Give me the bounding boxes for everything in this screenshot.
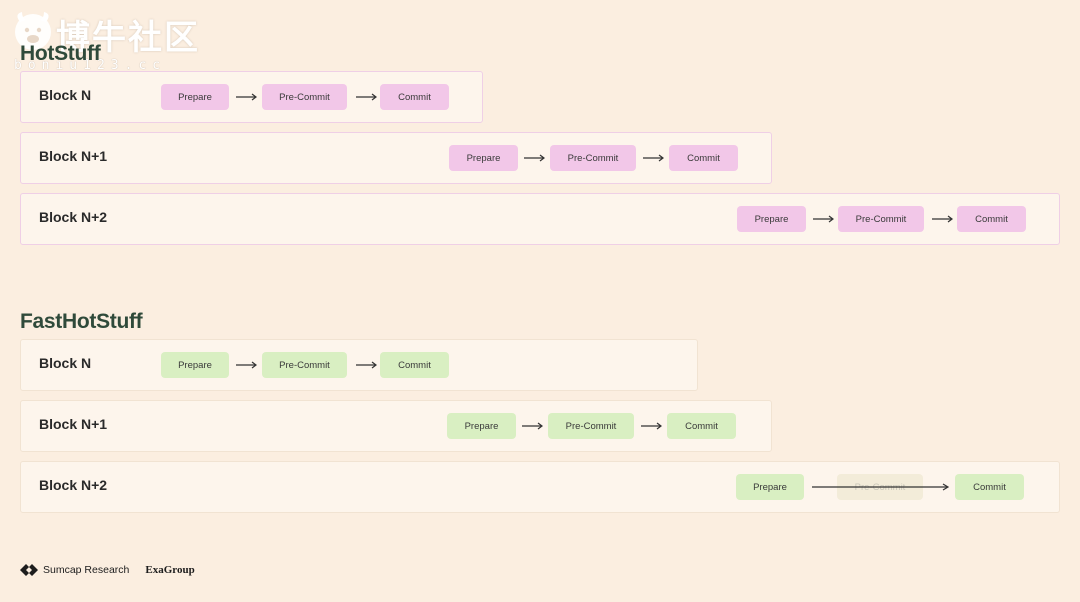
fasthotstuff-title: FastHotStuff <box>20 310 143 333</box>
hotstuff-title: HotStuff <box>20 42 101 65</box>
phase-prepare: Prepare <box>737 206 806 232</box>
row-label: Block N <box>39 87 92 103</box>
fasthotstuff-row-block-n2: Block N+2 Prepare Pre-Commit Commit <box>20 461 1060 513</box>
arrow-right-icon <box>643 154 664 162</box>
phase-prepare: Prepare <box>161 84 229 110</box>
phase-prepare: Prepare <box>161 352 229 378</box>
row-label: Block N+1 <box>39 416 108 432</box>
row-label: Block N+1 <box>39 148 108 164</box>
phase-commit: Commit <box>667 413 736 439</box>
watermark: 博牛社区 boniu123.cc <box>10 6 210 76</box>
hotstuff-row-block-n: Block N Prepare Pre-Commit Commit <box>20 71 483 123</box>
bull-logo-icon <box>15 12 51 50</box>
phase-commit: Commit <box>955 474 1024 500</box>
arrow-right-icon <box>236 361 257 369</box>
fasthotstuff-row-block-n: Block N Prepare Pre-Commit Commit <box>20 339 698 391</box>
sumcap-logo-icon <box>20 564 38 576</box>
long-arrow-right-icon <box>812 483 950 491</box>
arrow-right-icon <box>524 154 545 162</box>
arrow-right-icon <box>522 422 543 430</box>
phase-pre-commit: Pre-Commit <box>550 145 636 171</box>
arrow-right-icon <box>932 215 953 223</box>
row-label: Block N+2 <box>39 477 108 493</box>
phase-pre-commit: Pre-Commit <box>262 84 347 110</box>
row-label: Block N+2 <box>39 209 108 225</box>
phase-prepare: Prepare <box>449 145 518 171</box>
phase-prepare: Prepare <box>736 474 804 500</box>
row-label: Block N <box>39 355 92 371</box>
watermark-url: boniu123.cc <box>14 58 167 73</box>
phase-commit: Commit <box>380 352 449 378</box>
sumcap-research-label: Sumcap Research <box>43 564 130 576</box>
exagroup-label: ExaGroup <box>145 564 195 576</box>
phase-pre-commit: Pre-Commit <box>548 413 634 439</box>
arrow-right-icon <box>641 422 662 430</box>
arrow-right-icon <box>236 93 257 101</box>
phase-pre-commit: Pre-Commit <box>262 352 347 378</box>
arrow-right-icon <box>813 215 834 223</box>
phase-prepare: Prepare <box>447 413 516 439</box>
hotstuff-row-block-n2: Block N+2 Prepare Pre-Commit Commit <box>20 193 1060 245</box>
phase-commit: Commit <box>669 145 738 171</box>
watermark-title: 博牛社区 <box>56 18 200 58</box>
phase-pre-commit: Pre-Commit <box>838 206 924 232</box>
hotstuff-row-block-n1: Block N+1 Prepare Pre-Commit Commit <box>20 132 772 184</box>
fasthotstuff-row-block-n1: Block N+1 Prepare Pre-Commit Commit <box>20 400 772 452</box>
phase-commit: Commit <box>380 84 449 110</box>
arrow-right-icon <box>356 93 377 101</box>
footer: Sumcap Research ExaGroup <box>20 561 195 579</box>
arrow-right-icon <box>356 361 377 369</box>
phase-commit: Commit <box>957 206 1026 232</box>
